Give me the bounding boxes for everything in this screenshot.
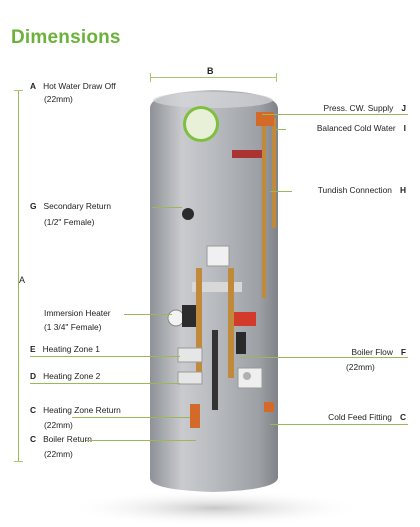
label-letter: I <box>403 123 406 133</box>
page-title: Dimensions <box>11 27 121 48</box>
label-text: Boiler Return <box>43 434 92 444</box>
label-text: Heating Zone Return <box>43 405 121 415</box>
label-text: Immersion Heater <box>44 308 111 318</box>
label-letter: C <box>30 434 37 444</box>
label-sub: (22mm) <box>346 362 375 372</box>
label-text: Press. CW. Supply <box>323 103 394 113</box>
label-text: Balanced Cold Water <box>316 123 396 133</box>
label-letter: E <box>30 344 36 354</box>
label-text: Heating Zone 1 <box>42 344 100 354</box>
label-sub: (22mm) <box>44 449 73 459</box>
label-sub: (22mm) <box>44 420 73 430</box>
label-text: Cold Feed Fitting <box>328 412 392 422</box>
label-text: Boiler Flow <box>351 347 393 357</box>
label-text: Secondary Return <box>43 201 112 211</box>
label-letter: C <box>30 405 37 415</box>
label-sub: (1/2" Female) <box>44 217 95 227</box>
label-text: Hot Water Draw Off <box>43 81 116 91</box>
dimension-b-label: B <box>207 66 214 76</box>
label-text: Heating Zone 2 <box>43 371 101 381</box>
label-letter: A <box>30 81 37 91</box>
label-sub: (1 3/4" Female) <box>44 322 102 332</box>
label-letter: C <box>399 412 406 422</box>
label-text: Tundish Connection <box>317 185 392 195</box>
label-letter: F <box>400 347 406 357</box>
label-letter: D <box>30 371 37 381</box>
label-sub: (22mm) <box>44 94 73 104</box>
label-letter: H <box>399 185 406 195</box>
label-letter: G <box>30 201 37 211</box>
label-letter: J <box>401 103 406 113</box>
dimension-a-label: A <box>19 275 26 285</box>
